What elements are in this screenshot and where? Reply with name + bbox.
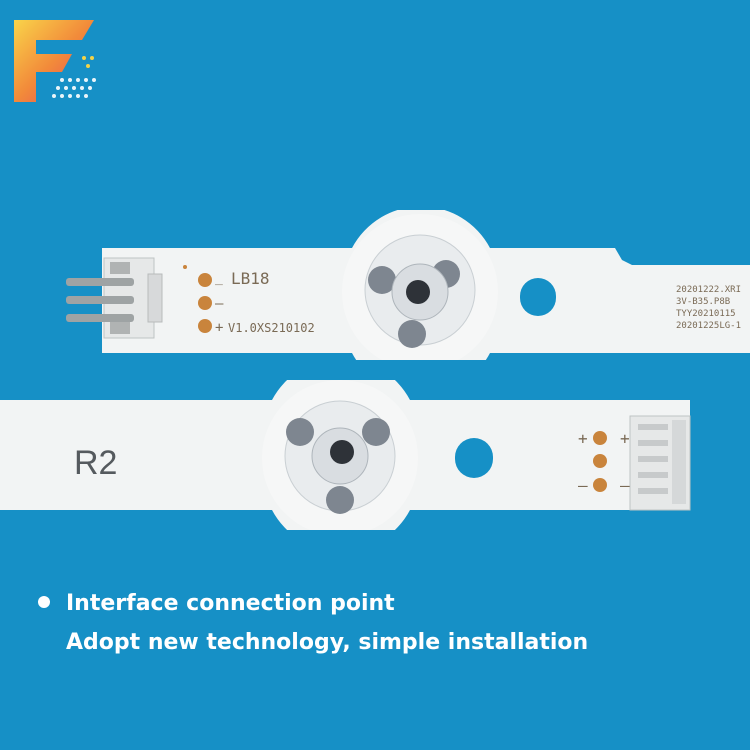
upper-strip-label: LB18 bbox=[231, 269, 270, 288]
lower-connector-sign-1: + bbox=[620, 429, 630, 448]
upper-code-2: 3V-B35.P8B bbox=[676, 297, 730, 307]
lower-connector-sign-3: – bbox=[620, 476, 630, 495]
caption-line-2: Adopt new technology, simple installatio… bbox=[66, 630, 588, 655]
lower-pad-sign-3: – bbox=[578, 476, 588, 495]
lower-pad-sign-1: + bbox=[578, 429, 588, 448]
lower-pad-2 bbox=[593, 454, 607, 468]
lower-pad-1 bbox=[593, 431, 607, 445]
upper-code-3: TYY20210115 bbox=[676, 309, 736, 319]
caption-line-1: Interface connection point bbox=[38, 591, 395, 616]
lower-strip-label: R2 bbox=[74, 444, 117, 482]
upper-pad-1 bbox=[198, 273, 212, 287]
upper-led-strip: _ LB18 – + V1.0XS210102 20201222.XRI 3V-… bbox=[0, 210, 750, 360]
upper-connector bbox=[66, 257, 163, 339]
upper-mount-hole bbox=[520, 278, 556, 316]
lower-mount-hole bbox=[455, 438, 493, 478]
upper-version-code: V1.0XS210102 bbox=[228, 321, 315, 335]
upper-pad-2 bbox=[198, 296, 212, 310]
upper-pad-3 bbox=[198, 319, 212, 333]
caption-1-text: Interface connection point bbox=[66, 591, 395, 616]
upper-code-4: 20201225LG-1 bbox=[676, 321, 741, 331]
lower-led-lens bbox=[262, 380, 418, 530]
upper-led-lens bbox=[342, 214, 498, 360]
upper-code-1: 20201222.XRI bbox=[676, 285, 741, 295]
bullet-icon bbox=[38, 596, 50, 608]
upper-pad-sign-2: – bbox=[215, 296, 224, 312]
upper-pad-sign-1: _ bbox=[215, 271, 223, 286]
lower-connector bbox=[629, 415, 691, 511]
lower-led-strip: R2 + – + – bbox=[0, 380, 750, 530]
upper-pad-sign-3: + bbox=[215, 320, 223, 336]
caption-2-text: Adopt new technology, simple installatio… bbox=[66, 630, 589, 655]
brand-logo bbox=[12, 18, 100, 104]
lower-pad-3 bbox=[593, 478, 607, 492]
